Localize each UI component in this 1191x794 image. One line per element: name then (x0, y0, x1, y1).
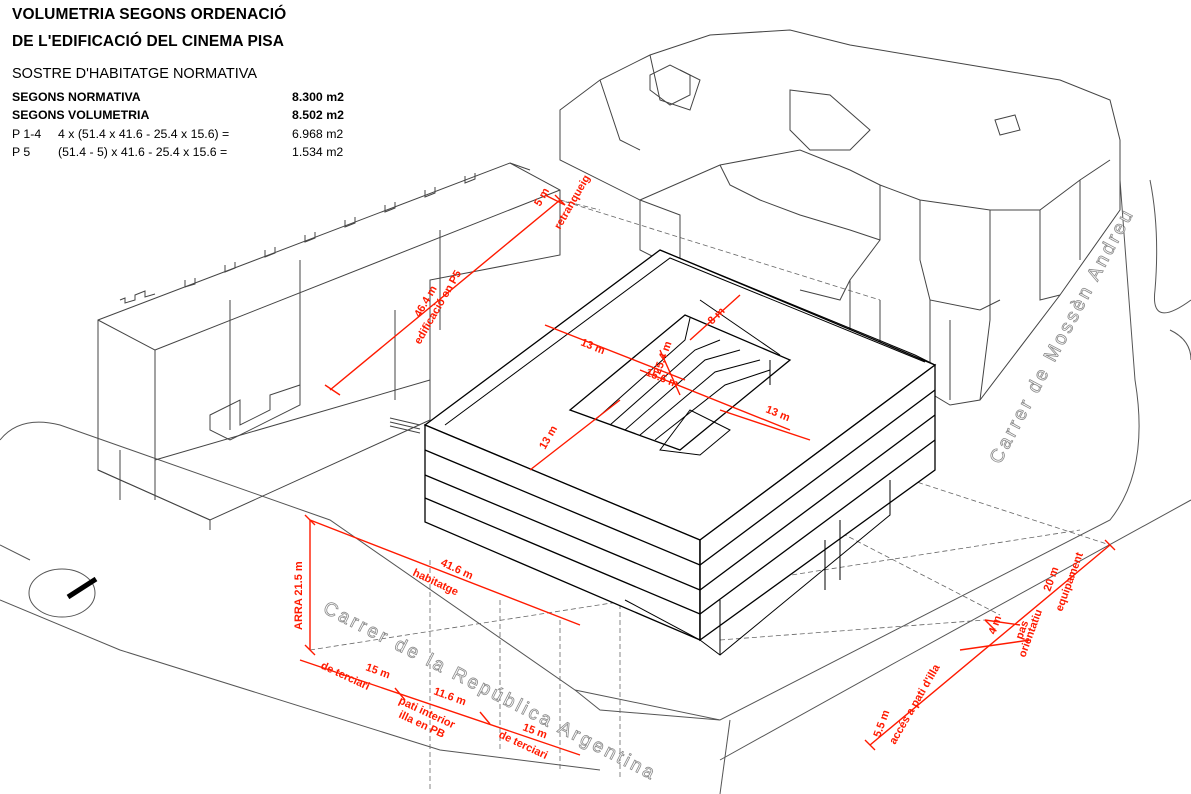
dimension-lines (299, 194, 1116, 756)
street-republica-argentina: Carrer de la República Argentina (320, 598, 661, 785)
row-value: 1.534 m2 (292, 145, 344, 159)
row-value: 8.300 m2 (292, 90, 344, 104)
dim-line-habitatge (309, 519, 581, 626)
row-value: 6.968 m2 (292, 127, 344, 141)
dim-altura: ARRA 21.5 m (293, 561, 305, 630)
row-formula: 4 x (51.4 x 41.6 - 25.4 x 15.6) = (58, 127, 230, 141)
dim-line-pati-top (544, 324, 686, 381)
dim-pas-value: 4 m (987, 614, 1005, 636)
main-block (423, 249, 937, 656)
dim-acces-label: accés a pati d'illa (887, 662, 943, 747)
dim-line-right (869, 544, 1111, 746)
dim-line-pati-right (719, 409, 811, 441)
dim-line-edificacio (329, 199, 561, 391)
row-formula: (51.4 - 5) x 41.6 - 25.4 x 15.6 = (58, 145, 228, 159)
dim-terciari-1-value: 15 m (364, 662, 392, 682)
title-line-2: DE L'EDIFICACIÓ DEL CINEMA PISA (12, 33, 285, 50)
north-arrow-icon (28, 568, 98, 618)
dim-line-pati-front (529, 399, 621, 471)
dim-line-pati-inner (659, 349, 681, 396)
dim-acces-value: 5.5 m (872, 708, 893, 739)
dim-line-ground (299, 659, 581, 756)
row-label: SEGONS VOLUMETRIA (12, 108, 150, 122)
dim-line-pati-long (639, 369, 791, 431)
dim-line-retranqueig (544, 194, 566, 206)
dim-terciari-1-label: de terciari (319, 660, 372, 693)
street-mossen-andreu: Carrer de Mossèn Andreu (986, 204, 1139, 467)
row-value: 8.502 m2 (292, 108, 344, 122)
row-label: P 5 (12, 145, 31, 159)
row-label: SEGONS NORMATIVA (12, 90, 141, 104)
subtitle: SOSTRE D'HABITATGE NORMATIVA (12, 66, 257, 82)
dim-equipament-value: 20 m (1042, 565, 1062, 593)
street-curbs (0, 179, 1191, 794)
dim-line-pati-width (689, 294, 741, 341)
dim-equipament-label: equipament (1054, 551, 1087, 613)
row-label: P 1-4 (12, 127, 42, 141)
dim-habitatge-value: 41.6 m (439, 557, 475, 582)
title-line-1: VOLUMETRIA SEGONS ORDENACIÓ (12, 6, 287, 23)
context-building-left (97, 162, 561, 530)
